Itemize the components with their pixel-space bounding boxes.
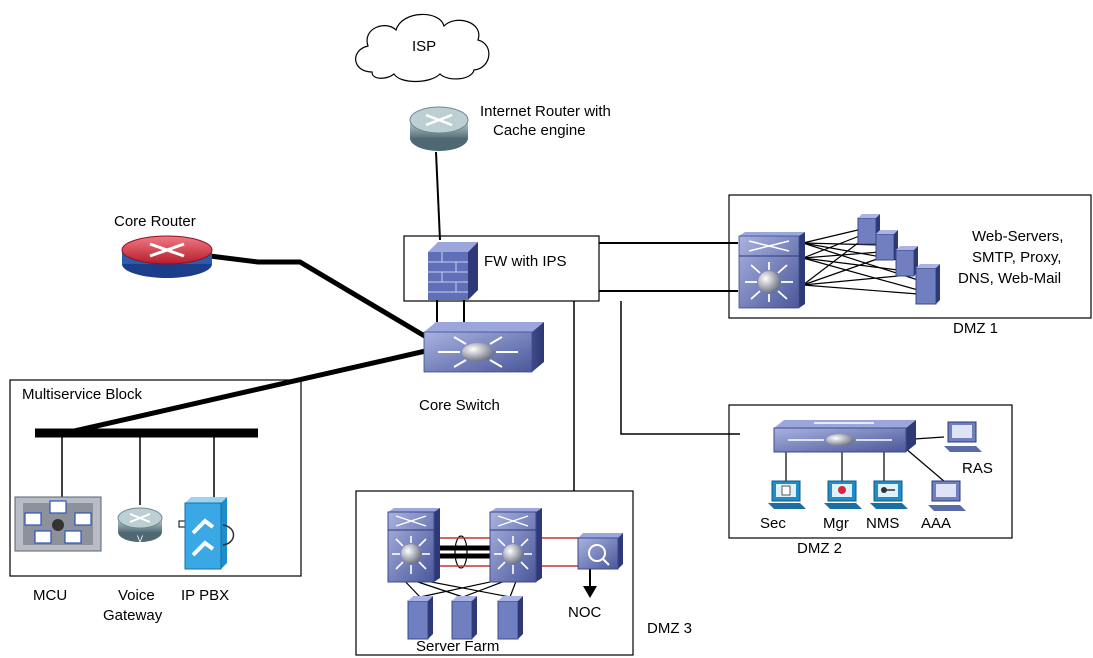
aaa-label: AAA bbox=[921, 515, 952, 532]
server-icon bbox=[451, 596, 477, 640]
server-icon bbox=[497, 596, 523, 640]
core-router-label: Core Router bbox=[114, 213, 196, 230]
dmz1-servers bbox=[857, 214, 940, 305]
sec-workstation-icon bbox=[768, 480, 806, 509]
server-icon bbox=[407, 596, 433, 640]
firewall-icon bbox=[428, 242, 478, 300]
voice-gateway-icon: V bbox=[117, 507, 163, 544]
server-icon bbox=[875, 230, 898, 261]
dmz1-box bbox=[728, 194, 1092, 319]
dmz1-servers-label-line1: Web-Servers, bbox=[972, 228, 1064, 245]
svg-text:V: V bbox=[137, 534, 143, 544]
multiservice-block-box bbox=[9, 379, 302, 577]
dmz2-switch-icon bbox=[773, 420, 916, 453]
dmz3-box bbox=[355, 490, 634, 656]
firewall-label: FW with IPS bbox=[484, 253, 567, 270]
server-icon bbox=[895, 246, 918, 277]
server-farm bbox=[407, 596, 523, 640]
dmz2-box bbox=[728, 404, 1013, 539]
isp-cloud-icon bbox=[355, 13, 490, 83]
sec-label: Sec bbox=[760, 515, 786, 532]
ip-pbx-icon bbox=[178, 497, 235, 570]
link-coreswitch-multiservice bbox=[69, 347, 431, 435]
core-switch-icon bbox=[423, 322, 544, 373]
noc-label: NOC bbox=[568, 604, 602, 621]
mcu-icon bbox=[14, 496, 102, 552]
noc-probe-icon bbox=[577, 533, 623, 570]
ras-label: RAS bbox=[962, 460, 993, 477]
dmz1-mesh bbox=[802, 228, 919, 295]
mgr-workstation-icon bbox=[824, 480, 862, 509]
isp-label: ISP bbox=[412, 38, 437, 55]
voice-gateway-label-line1: Voice bbox=[118, 587, 155, 604]
dmz2-label: DMZ 2 bbox=[797, 540, 842, 557]
dmz1-servers-label-line3: DNS, Web-Mail bbox=[958, 270, 1062, 287]
internet-router-label-line2: Cache engine bbox=[493, 122, 586, 139]
core-switch-label: Core Switch bbox=[419, 397, 500, 414]
dmz2-workstations bbox=[768, 421, 982, 511]
dmz3-label: DMZ 3 bbox=[647, 620, 692, 637]
dmz1-multilayer-switch-icon bbox=[738, 232, 805, 309]
link-corerouter-coreswitch bbox=[209, 253, 430, 341]
multiservice-block-label: Multiservice Block bbox=[22, 386, 143, 403]
mcu-label: MCU bbox=[33, 587, 68, 604]
ip-pbx-label: IP PBX bbox=[181, 587, 230, 604]
internet-router-label-line1: Internet Router with bbox=[480, 103, 611, 120]
dmz3-switch-left-icon bbox=[387, 508, 440, 583]
dmz2-links bbox=[785, 436, 946, 483]
internet-router-icon bbox=[409, 106, 469, 151]
dmz1-label: DMZ 1 bbox=[953, 320, 998, 337]
nms-workstation-icon bbox=[870, 480, 908, 509]
link-fw-dmz2 bbox=[620, 301, 740, 435]
server-farm-label: Server Farm bbox=[416, 638, 500, 655]
core-router-icon bbox=[121, 235, 213, 278]
aaa-workstation-icon bbox=[928, 480, 966, 511]
dmz3-switch-right-icon bbox=[489, 508, 542, 583]
server-icon bbox=[915, 264, 940, 305]
nms-label: NMS bbox=[866, 515, 900, 532]
mgr-label: Mgr bbox=[823, 515, 849, 532]
connections bbox=[35, 151, 946, 598]
link-router-firewall bbox=[435, 151, 441, 241]
firewall-group-box bbox=[403, 235, 600, 302]
ras-workstation-icon bbox=[944, 421, 982, 452]
dmz1-servers-label-line2: SMTP, Proxy, bbox=[972, 249, 1062, 266]
voice-gateway-label-line2: Gateway bbox=[103, 607, 163, 624]
